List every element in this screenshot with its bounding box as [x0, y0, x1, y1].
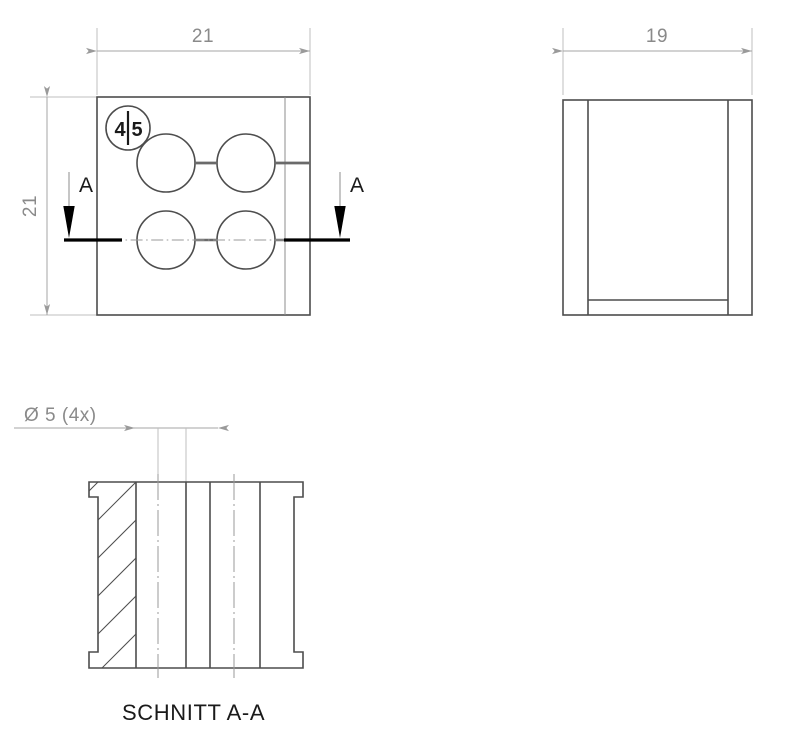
- section-arrow-left-label: A: [79, 174, 93, 197]
- section-arrow-right-head: [334, 206, 346, 238]
- side-body-outline: [562, 99, 753, 316]
- front-lower-hole-group: [136, 210, 310, 270]
- hole-top-right: [216, 133, 276, 193]
- hole-bottom-left: [136, 210, 196, 270]
- side-width-dimension: 19: [552, 26, 753, 95]
- side-width-value: 19: [646, 26, 668, 47]
- balloon-label-right: 5: [131, 119, 142, 141]
- balloon-callout: 4 5: [105, 105, 151, 151]
- hole-diameter-callout: Ø 5 (4x): [14, 405, 229, 485]
- section-arrow-right: A: [334, 172, 364, 238]
- section-view-title: SCHNITT A-A: [122, 700, 265, 725]
- side-view: 19: [552, 26, 753, 316]
- section-arrow-right-label: A: [350, 174, 364, 197]
- section-arrow-left-head: [63, 206, 75, 238]
- balloon-label-left: 4: [114, 119, 126, 141]
- front-upper-hole-group: [136, 133, 310, 193]
- hole-top-left: [136, 133, 196, 193]
- front-width-dimension: 21: [86, 26, 311, 95]
- front-height-dimension: 21: [20, 86, 100, 316]
- front-width-value: 21: [192, 26, 214, 47]
- front-view: 21 21: [20, 26, 364, 316]
- section-view: Ø 5 (4x): [14, 405, 304, 725]
- section-arrow-left: A: [63, 172, 93, 238]
- section-hatch-region: [89, 482, 137, 668]
- section-body-outline: [88, 481, 304, 669]
- hole-diameter-text: Ø 5 (4x): [24, 405, 97, 426]
- hole-bottom-right: [216, 210, 276, 270]
- front-height-value: 21: [20, 195, 41, 217]
- section-hatch-lines: [89, 482, 136, 668]
